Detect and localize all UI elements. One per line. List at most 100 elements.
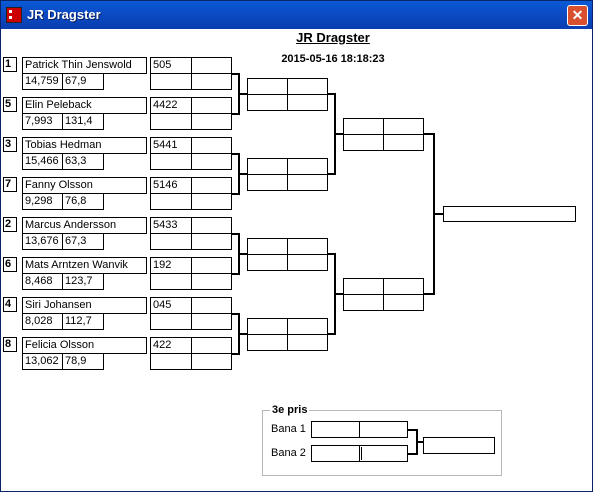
round2-cell[interactable] <box>287 158 328 175</box>
bracket-connector <box>232 273 239 275</box>
third-place-winner-cell[interactable] <box>423 437 495 454</box>
result-cell[interactable] <box>191 217 232 234</box>
racer-name: Elin Peleback <box>22 97 147 114</box>
result-cell[interactable] <box>150 113 192 130</box>
semi-final-cell[interactable] <box>383 294 424 311</box>
speed-value: 112,7 <box>62 313 104 330</box>
result-cell[interactable] <box>150 73 192 90</box>
car-number[interactable]: 505 <box>150 57 192 74</box>
speed-value: 67,9 <box>62 73 104 90</box>
racer-name: Mats Arntzen Wanvik <box>22 257 147 274</box>
speed-value: 131,4 <box>62 113 104 130</box>
semi-final-cell[interactable] <box>383 118 424 135</box>
speed-value: 76,8 <box>62 193 104 210</box>
lane-2-cell[interactable] <box>311 445 360 462</box>
title-bar[interactable]: JR Dragster ✕ <box>1 1 592 29</box>
car-number[interactable]: 5433 <box>150 217 192 234</box>
bracket-connector <box>238 93 247 95</box>
reaction-time: 8,468 <box>22 273 63 290</box>
car-number[interactable]: 5441 <box>150 137 192 154</box>
page-title: JR Dragster <box>296 30 370 45</box>
round2-cell[interactable] <box>247 78 288 95</box>
seed-number: 4 <box>3 297 17 312</box>
semi-final-cell[interactable] <box>383 134 424 151</box>
lane-1-label: Bana 1 <box>271 423 306 435</box>
bracket-connector <box>232 233 239 235</box>
result-cell[interactable] <box>150 353 192 370</box>
result-cell[interactable] <box>191 313 232 330</box>
bracket-connector <box>334 133 343 135</box>
result-cell[interactable] <box>150 193 192 210</box>
round2-cell[interactable] <box>287 254 328 271</box>
car-number[interactable]: 422 <box>150 337 192 354</box>
semi-final-cell[interactable] <box>383 278 424 295</box>
round2-cell[interactable] <box>287 78 328 95</box>
app-icon <box>6 7 22 23</box>
close-button[interactable]: ✕ <box>567 5 588 26</box>
reaction-time: 13,676 <box>22 233 63 250</box>
speed-value: 123,7 <box>62 273 104 290</box>
close-icon: ✕ <box>571 7 584 23</box>
result-cell[interactable] <box>191 257 232 274</box>
reaction-time: 14,759 <box>22 73 63 90</box>
bracket-connector <box>232 313 239 315</box>
lane-2-label: Bana 2 <box>271 447 306 459</box>
result-cell[interactable] <box>191 113 232 130</box>
bracket-connector <box>328 173 335 175</box>
result-cell[interactable] <box>191 337 232 354</box>
lane-1-cell[interactable] <box>359 421 408 438</box>
result-cell[interactable] <box>191 97 232 114</box>
round2-cell[interactable] <box>287 334 328 351</box>
result-cell[interactable] <box>150 233 192 250</box>
semi-final-cell[interactable] <box>343 278 384 295</box>
result-cell[interactable] <box>191 73 232 90</box>
lane-2-cell[interactable] <box>359 445 408 462</box>
round2-cell[interactable] <box>247 238 288 255</box>
reaction-time: 15,466 <box>22 153 63 170</box>
result-cell[interactable] <box>191 353 232 370</box>
reaction-time: 8,028 <box>22 313 63 330</box>
result-cell[interactable] <box>191 57 232 74</box>
car-number[interactable]: 4422 <box>150 97 192 114</box>
round2-cell[interactable] <box>247 254 288 271</box>
round2-cell[interactable] <box>287 318 328 335</box>
seed-number: 2 <box>3 217 17 232</box>
result-cell[interactable] <box>150 313 192 330</box>
result-cell[interactable] <box>191 273 232 290</box>
result-cell[interactable] <box>150 153 192 170</box>
reaction-time: 13,062 <box>22 353 63 370</box>
car-number[interactable]: 5146 <box>150 177 192 194</box>
round2-cell[interactable] <box>247 174 288 191</box>
third-place-group <box>262 410 502 476</box>
result-cell[interactable] <box>191 153 232 170</box>
round2-cell[interactable] <box>247 318 288 335</box>
bracket-connector <box>408 453 417 455</box>
timestamp: 2015-05-16 18:18:23 <box>281 53 385 65</box>
bracket-connector <box>232 113 239 115</box>
reaction-time: 9,298 <box>22 193 63 210</box>
round2-cell[interactable] <box>287 94 328 111</box>
round2-cell[interactable] <box>247 158 288 175</box>
result-cell[interactable] <box>191 137 232 154</box>
result-cell[interactable] <box>191 233 232 250</box>
seed-number: 3 <box>3 137 17 152</box>
round2-cell[interactable] <box>247 334 288 351</box>
round2-cell[interactable] <box>287 174 328 191</box>
semi-final-cell[interactable] <box>343 118 384 135</box>
result-cell[interactable] <box>191 297 232 314</box>
lane-1-cell[interactable] <box>311 421 360 438</box>
semi-final-cell[interactable] <box>343 134 384 151</box>
racer-name: Siri Johansen <box>22 297 147 314</box>
result-cell[interactable] <box>150 273 192 290</box>
bracket-connector <box>408 429 417 431</box>
bracket-connector <box>328 333 335 335</box>
car-number[interactable]: 192 <box>150 257 192 274</box>
result-cell[interactable] <box>191 193 232 210</box>
final-winner-cell[interactable] <box>443 206 576 222</box>
round2-cell[interactable] <box>247 94 288 111</box>
semi-final-cell[interactable] <box>343 294 384 311</box>
round2-cell[interactable] <box>287 238 328 255</box>
result-cell[interactable] <box>191 177 232 194</box>
bracket-connector <box>238 333 247 335</box>
car-number[interactable]: 045 <box>150 297 192 314</box>
